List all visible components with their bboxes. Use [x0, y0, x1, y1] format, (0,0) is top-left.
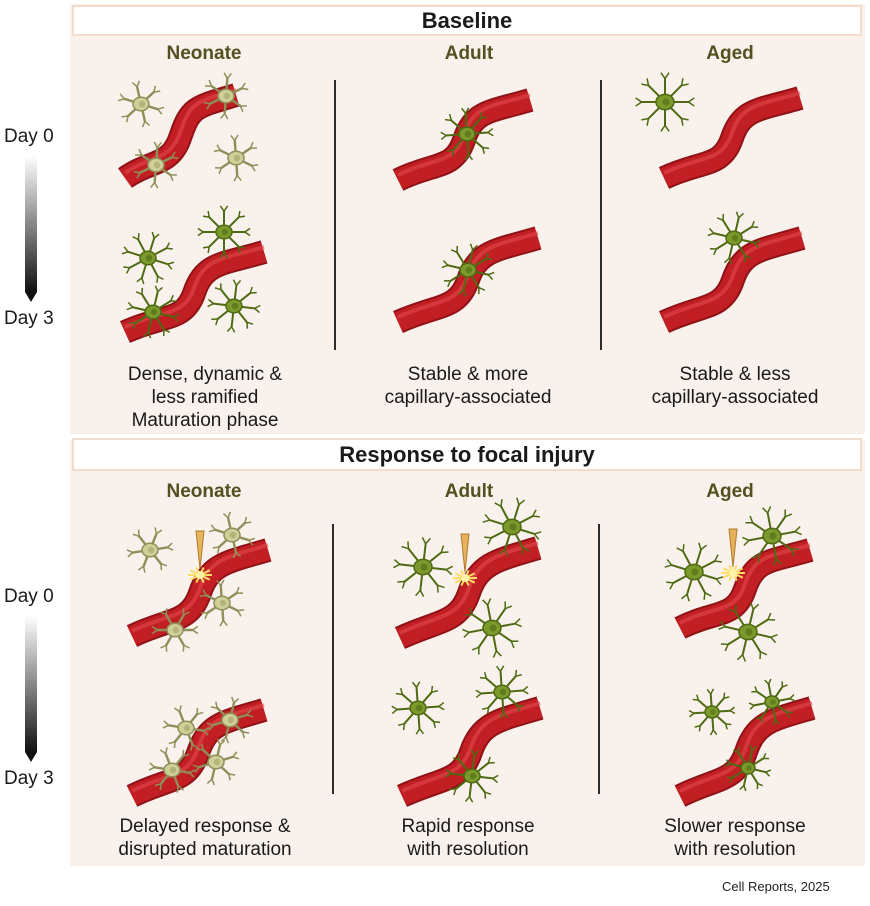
- microglia-baseline-adult-day3: [441, 243, 495, 297]
- injury-caption-neonate-line1: Delayed response &: [119, 816, 291, 837]
- injury-title: Response to focal injury: [339, 442, 595, 467]
- injury-caption-adult-line2: with resolution: [407, 839, 529, 860]
- injury-divider-2: [598, 524, 600, 794]
- microglia-injury-adult-day0-c: [462, 598, 522, 658]
- microglia-injury-neonate-day3-a: [162, 705, 210, 751]
- injury-caption-aged-line2: with resolution: [674, 839, 796, 860]
- microglia-injury-neonate-day3-c: [148, 747, 196, 793]
- injury-divider-1: [332, 524, 334, 794]
- vessel-injury-aged-day3: [674, 696, 816, 807]
- injury-caption-aged-line1: Slower response: [664, 816, 806, 837]
- microglia-injury-adult-day3-b: [475, 665, 529, 719]
- injury-caption-adult-line1: Rapid response: [401, 816, 535, 837]
- microglia-injury-neonate-day0-d: [151, 608, 199, 652]
- injury-caption-adult: Rapid response with resolution: [343, 815, 593, 861]
- vessel-injury-adult-day0: [394, 536, 542, 649]
- injury-caption-aged: Slower response with resolution: [610, 815, 860, 861]
- vessel-baseline-neonate-day0: [118, 83, 240, 189]
- baseline-caption-neonate: Dense, dynamic & less ramified Maturatio…: [80, 363, 330, 432]
- baseline-day0-label: Day 0: [4, 126, 54, 147]
- injury-caption-neonate: Delayed response & disrupted maturation: [80, 815, 330, 861]
- injury-col-title-neonate: Neonate: [166, 481, 242, 502]
- microglia-injury-neonate-day0-c: [199, 579, 245, 627]
- baseline-title: Baseline: [421, 8, 513, 33]
- microglia-injury-aged-day0-c: [718, 602, 778, 662]
- baseline-caption-aged: Stable & less capillary-associated: [610, 363, 860, 409]
- microglia-injury-aged-day3-b: [748, 678, 796, 726]
- baseline-caption-neonate-line1: Dense, dynamic &: [127, 364, 283, 385]
- microglia-baseline-neonate-day0-b: [203, 72, 249, 120]
- injury-panel: [70, 440, 865, 866]
- microglia-baseline-neonate-day0-d: [213, 134, 259, 182]
- baseline-divider-2: [600, 80, 602, 350]
- microglia-injury-aged-day3-a: [688, 688, 736, 736]
- vessel-injury-adult-day3: [396, 696, 544, 807]
- baseline-time-gradient-arrow: [25, 156, 37, 302]
- baseline-caption-neonate-line2: less ramified: [151, 387, 259, 408]
- laser-injury-neonate: [188, 530, 212, 584]
- microglia-baseline-aged-day0: [635, 72, 695, 132]
- baseline-divider-1: [334, 80, 336, 350]
- injury-header: Response to focal injury: [72, 438, 862, 471]
- baseline-col-title-neonate: Neonate: [166, 43, 242, 64]
- microglia-baseline-neonate-day3-c: [126, 285, 180, 339]
- microglia-baseline-neonate-day3-a: [121, 231, 175, 285]
- microglia-injury-neonate-day0-b: [208, 511, 256, 559]
- microglia-injury-aged-day0-b: [742, 506, 802, 566]
- microglia-baseline-neonate-day3-d: [207, 279, 261, 333]
- baseline-day3-label: Day 3: [4, 308, 54, 329]
- microglia-baseline-adult-day0: [440, 107, 494, 161]
- baseline-col-title-adult: Adult: [444, 43, 494, 64]
- baseline-panel: [70, 4, 865, 434]
- laser-injury-aged: [721, 528, 745, 582]
- baseline-col-title-aged: Aged: [706, 43, 754, 64]
- microglia-injury-aged-day3-c: [724, 744, 772, 792]
- injury-col-title-aged: Aged: [706, 481, 754, 502]
- baseline-header: Baseline: [72, 5, 862, 36]
- baseline-caption-aged-line2: capillary-associated: [651, 387, 819, 408]
- baseline-caption-adult-line1: Stable & more: [407, 364, 529, 385]
- vessel-baseline-aged-day0: [658, 86, 804, 189]
- laser-injury-adult: [453, 533, 477, 587]
- baseline-caption-aged-line1: Stable & less: [679, 364, 791, 385]
- vessel-injury-aged-day0: [674, 538, 814, 639]
- microglia-injury-adult-day3-a: [391, 681, 445, 735]
- baseline-caption-adult: Stable & more capillary-associated: [343, 363, 593, 409]
- microglia-baseline-neonate-day0-c: [133, 141, 179, 189]
- microglia-injury-adult-day0-b: [482, 497, 542, 557]
- microglia-injury-adult-day0-a: [393, 537, 453, 597]
- microglia-injury-adult-day3-c: [445, 749, 499, 803]
- microglia-injury-neonate-day3-d: [192, 738, 240, 786]
- injury-time-gradient-arrow: [25, 616, 37, 762]
- microglia-injury-aged-day0-a: [664, 542, 724, 602]
- vessel-injury-neonate-day3: [126, 698, 268, 807]
- source-credit: Cell Reports, 2025: [722, 879, 830, 894]
- microglia-injury-neonate-day3-b: [206, 696, 254, 744]
- microglia-baseline-neonate-day3-b: [197, 205, 251, 259]
- microglia-injury-neonate-day0-a: [126, 527, 174, 573]
- injury-day3-label: Day 3: [4, 768, 54, 789]
- vessel-baseline-aged-day3: [658, 226, 806, 333]
- injury-col-title-adult: Adult: [444, 481, 494, 502]
- microglia-baseline-aged-day3: [707, 211, 761, 265]
- injury-day0-label: Day 0: [4, 586, 54, 607]
- microglia-baseline-neonate-day0-a: [117, 80, 165, 128]
- baseline-caption-neonate-line3: Maturation phase: [131, 410, 279, 431]
- baseline-caption-adult-line2: capillary-associated: [384, 387, 552, 408]
- injury-caption-neonate-line2: disrupted maturation: [118, 839, 292, 860]
